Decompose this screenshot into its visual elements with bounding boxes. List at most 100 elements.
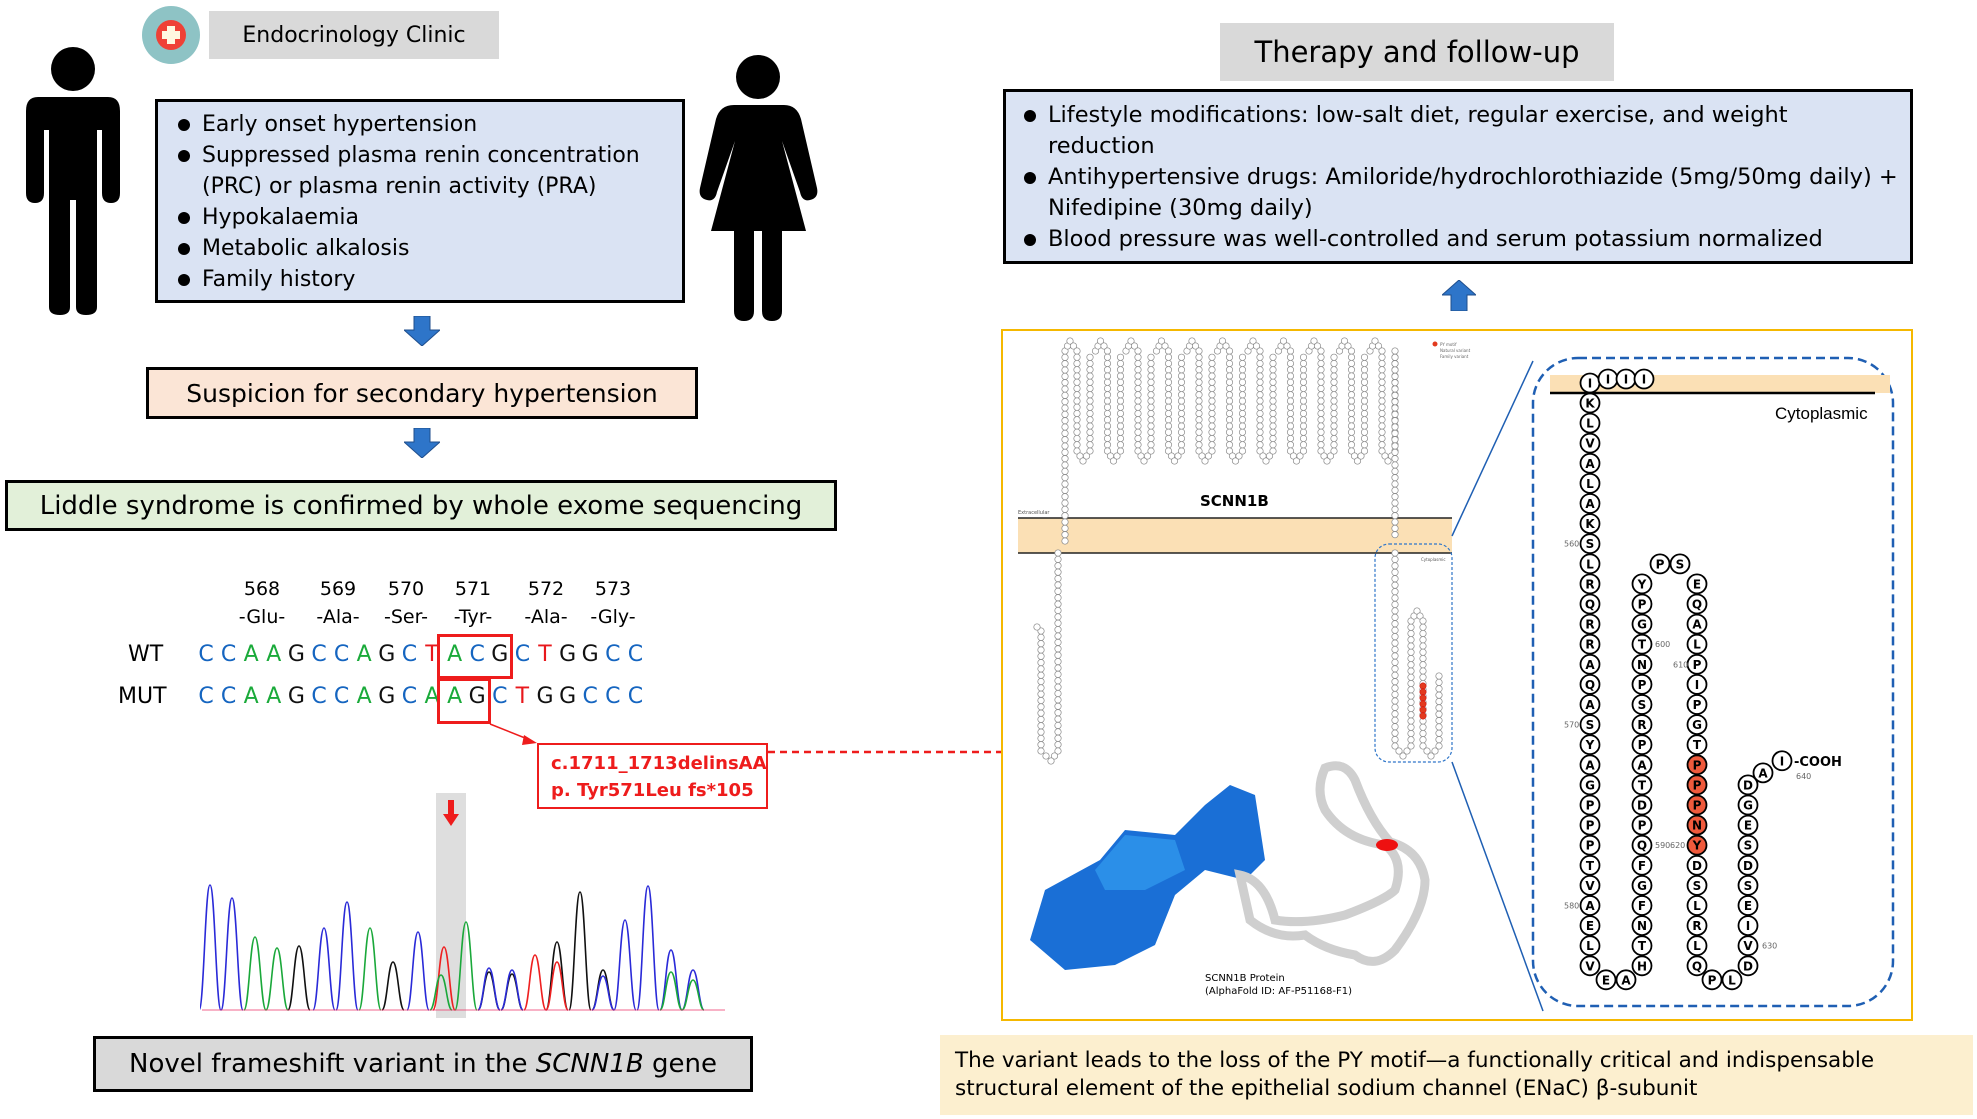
residue-chain bbox=[1073, 359, 1081, 368]
nucleotide: G bbox=[536, 684, 554, 709]
svg-text:P: P bbox=[1656, 557, 1665, 571]
py-motif-residue bbox=[1419, 712, 1427, 720]
svg-text:E: E bbox=[1586, 919, 1594, 933]
residue: T bbox=[1686, 734, 1708, 756]
residue-chain bbox=[1391, 645, 1399, 654]
residue-chain bbox=[1147, 384, 1155, 393]
down-arrow-icon bbox=[404, 316, 440, 346]
residue-chain bbox=[1238, 434, 1247, 443]
nucleotide: C bbox=[220, 684, 237, 709]
residue-chain bbox=[1360, 391, 1369, 399]
svg-text:L: L bbox=[1693, 638, 1701, 652]
residue-chain bbox=[1147, 378, 1155, 386]
chromatogram-peak bbox=[381, 961, 405, 1011]
position-label: 620 bbox=[1670, 841, 1685, 850]
residue-chain bbox=[1073, 416, 1081, 424]
py-motif-residue bbox=[1419, 700, 1427, 708]
residue-chain bbox=[1116, 353, 1125, 361]
residue-chain bbox=[1061, 493, 1069, 501]
svg-text:A: A bbox=[1585, 698, 1595, 712]
residue-chain bbox=[1269, 403, 1277, 411]
residue-chain bbox=[1299, 366, 1308, 374]
residue-chain bbox=[1037, 715, 1045, 723]
residue-chain bbox=[1286, 347, 1295, 355]
residue-chain bbox=[1407, 673, 1415, 681]
medical-cross-icon bbox=[156, 20, 186, 50]
residue-chain bbox=[1407, 661, 1415, 669]
legend-dot bbox=[1432, 341, 1438, 347]
svg-text:Q: Q bbox=[1692, 959, 1702, 973]
residue-chain bbox=[1061, 531, 1069, 539]
residue-chain bbox=[1391, 499, 1399, 507]
residue: G bbox=[1631, 875, 1653, 896]
svg-text:A: A bbox=[1758, 766, 1768, 780]
residue-chain bbox=[1061, 417, 1069, 425]
py-motif-residue bbox=[1419, 706, 1427, 714]
residue-chain bbox=[1256, 416, 1264, 424]
residue: T bbox=[1579, 854, 1601, 876]
svg-text:R: R bbox=[1585, 638, 1594, 652]
residue-chain bbox=[1054, 613, 1062, 621]
residue-chain bbox=[1134, 428, 1142, 436]
residue-chain bbox=[1116, 416, 1125, 424]
chromatogram-peak bbox=[243, 936, 267, 1011]
residue-chain bbox=[1177, 441, 1186, 449]
residue-chain bbox=[1317, 391, 1325, 399]
residue-chain bbox=[1177, 422, 1186, 430]
residue-chain bbox=[1134, 384, 1142, 393]
residue-chain bbox=[1256, 378, 1264, 386]
inset-source-box bbox=[1374, 543, 1453, 763]
residue-chain bbox=[1391, 493, 1399, 501]
residue-chain bbox=[1225, 391, 1234, 399]
alphafold-subdomain bbox=[1095, 835, 1185, 890]
nucleotide: G bbox=[491, 642, 509, 667]
residue-chain bbox=[1054, 581, 1062, 589]
residue-chain bbox=[1208, 397, 1216, 405]
residue-chain bbox=[1054, 645, 1062, 653]
residue-chain bbox=[1177, 384, 1186, 393]
residue-chain bbox=[1256, 397, 1264, 405]
residue: G bbox=[1686, 714, 1708, 736]
residue-chain bbox=[1164, 347, 1173, 355]
nucleotide: C bbox=[198, 684, 214, 709]
nucleotide: A bbox=[266, 684, 282, 709]
residue-chain bbox=[1103, 428, 1112, 436]
residue-chain bbox=[1134, 372, 1142, 380]
residue-chain bbox=[1208, 422, 1216, 430]
residue-chain bbox=[1164, 403, 1173, 411]
residue-chain bbox=[1347, 409, 1356, 418]
residue-chain bbox=[1347, 378, 1356, 386]
residue-chain bbox=[1299, 428, 1308, 436]
residue-chain bbox=[1269, 378, 1277, 386]
residue-chain bbox=[1360, 409, 1369, 418]
residue-chain bbox=[1286, 397, 1295, 405]
residue: Q bbox=[1579, 673, 1601, 695]
residue-chain bbox=[1073, 366, 1081, 374]
residue-chain bbox=[1391, 385, 1399, 393]
residue: S bbox=[1737, 875, 1759, 896]
codon-number: 571 bbox=[454, 578, 492, 600]
residue-chain bbox=[1286, 409, 1295, 418]
residue-chain bbox=[1330, 428, 1338, 436]
residue-chain bbox=[1391, 461, 1399, 469]
residue-chain bbox=[1103, 378, 1112, 386]
residue-chain bbox=[1269, 416, 1277, 424]
residue-chain bbox=[1360, 378, 1369, 386]
svg-text:Y: Y bbox=[1692, 839, 1702, 853]
residue-chain bbox=[1225, 428, 1234, 436]
nucleotide: C bbox=[605, 642, 621, 667]
residue-chain bbox=[1225, 397, 1234, 405]
residue-chain bbox=[1134, 391, 1142, 399]
residue-chain bbox=[1407, 736, 1415, 744]
residue-chain bbox=[1435, 704, 1443, 712]
residue-chain bbox=[1061, 474, 1069, 482]
residue-chain bbox=[1195, 397, 1203, 405]
residue-chain bbox=[1313, 342, 1322, 350]
residue-chain bbox=[1256, 366, 1264, 374]
svg-text:P: P bbox=[1638, 819, 1647, 833]
residue-chain bbox=[1419, 636, 1427, 644]
residue-chain bbox=[1283, 342, 1291, 350]
residue-chain bbox=[1317, 378, 1325, 386]
residue-chain bbox=[1086, 441, 1094, 449]
residue-chain bbox=[1225, 434, 1234, 443]
